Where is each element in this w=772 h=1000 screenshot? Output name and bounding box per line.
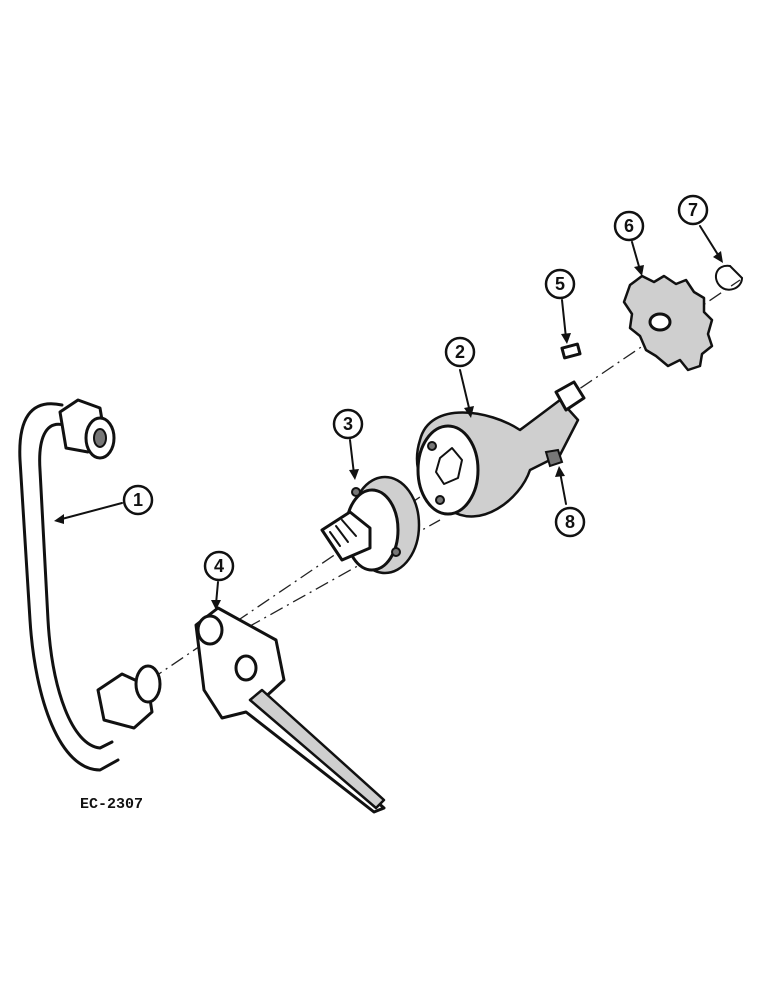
snap-ring-part (714, 264, 743, 291)
callout-8: 8 (554, 506, 586, 538)
callout-6-label: 6 (624, 216, 634, 236)
callout-7: 7 (677, 194, 709, 226)
key-part (560, 342, 582, 360)
callout-4: 4 (203, 550, 235, 582)
leader-arrow-8 (559, 471, 567, 505)
arrow-head-5 (561, 333, 571, 344)
callout-3: 3 (332, 408, 364, 440)
pump-housing-part (415, 380, 586, 518)
callout-2: 2 (444, 336, 476, 368)
leader-arrow-3 (349, 439, 355, 475)
callout-7-label: 7 (688, 200, 698, 220)
leader-arrow-7 (699, 225, 721, 259)
set-screw-part (544, 448, 564, 468)
callout-3-label: 3 (343, 414, 353, 434)
arrow-head-7 (713, 251, 723, 263)
callout-1-label: 1 (133, 490, 143, 510)
leader-arrow-5 (561, 299, 567, 339)
callout-1: 1 (122, 484, 154, 516)
arrow-head-3 (349, 469, 359, 480)
leader-arrow-1 (57, 502, 123, 521)
leader-lines (54, 225, 723, 610)
callout-6: 6 (613, 210, 645, 242)
injector-bracket-part (194, 606, 386, 814)
flange-adapter-part (320, 475, 421, 575)
arrow-head-4 (211, 600, 221, 610)
callout-5-label: 5 (555, 274, 565, 294)
arrow-head-6 (634, 265, 644, 276)
fuel-pipe-part (18, 398, 162, 772)
gear-part (622, 274, 714, 372)
arrow-head-8 (555, 466, 565, 477)
callout-2-label: 2 (455, 342, 465, 362)
callout-4-label: 4 (214, 556, 224, 576)
callout-5: 5 (544, 268, 576, 300)
leader-arrow-2 (459, 369, 471, 413)
arrow-head-1 (54, 514, 64, 524)
arrow-head-2 (464, 406, 474, 418)
figure-code: EC-2307 (80, 796, 143, 813)
leader-arrow-6 (631, 241, 641, 271)
assembly-centerlines (149, 279, 741, 681)
callout-8-label: 8 (565, 512, 575, 532)
